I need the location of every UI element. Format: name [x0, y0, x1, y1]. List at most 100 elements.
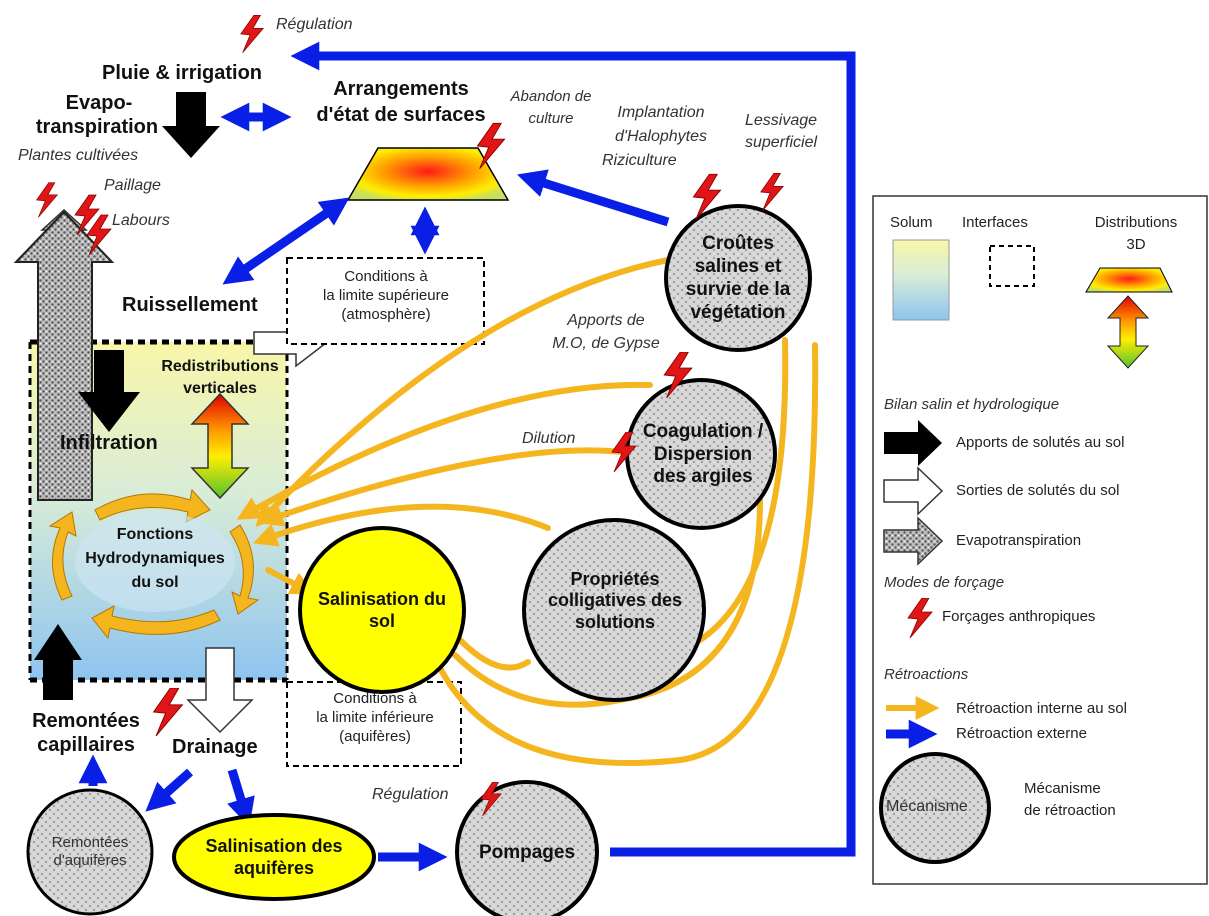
- lower-boundary-text: Conditions à la limite inférieure (aquif…: [288, 690, 462, 746]
- surface-3d-distribution: [346, 147, 510, 201]
- salinisation-to-croutes-curve: [437, 342, 819, 766]
- upper-boundary-text: Conditions à la limite supérieure (atmos…: [288, 268, 484, 324]
- legend-retroactions-label: Rétroactions: [884, 666, 969, 683]
- pompages-node: [455, 780, 599, 916]
- implantation-label-1: Implantation: [617, 104, 705, 121]
- hydro-center: [75, 512, 235, 612]
- remontees-aquiferes-node: [26, 788, 154, 916]
- salinisation-sol-node: [298, 526, 466, 694]
- fonctions-to-salinisation-arrow: [265, 567, 315, 595]
- regulation-bottom-label: Régulation: [372, 786, 449, 803]
- plantes-label: Plantes cultivées: [18, 147, 139, 164]
- legend-solum-swatch: [892, 239, 950, 321]
- proprietes-text: Propriétés colligatives des solutions: [547, 568, 683, 632]
- infiltration-black-arrow: [78, 350, 140, 432]
- remontees-cap-label-1: Remontées: [32, 710, 140, 732]
- legend-mechanism-circle-label: Mécanisme: [886, 798, 968, 815]
- lessivage-label-1: Lessivage: [744, 112, 818, 129]
- arrangements-label-1: Arrangements: [333, 78, 469, 100]
- pluie-black-arrow: [162, 92, 220, 158]
- redistrib-label-1: Redistributions: [161, 358, 279, 375]
- apports-mo-label-1: Apports de: [567, 312, 645, 329]
- dilution-to-fonctions-curve: [258, 447, 625, 527]
- legend-distribution-swatch: [1085, 267, 1173, 293]
- lightning-icon: [36, 182, 58, 218]
- legend-evapo-label: Evapotranspiration: [956, 532, 1082, 549]
- lower-boundary-line-2: la limite inférieure: [316, 708, 434, 726]
- legend-interfaces-label: Interfaces: [962, 214, 1028, 231]
- legend-black-arrow-icon: [884, 420, 942, 466]
- remontees-black-arrow-shaft: [45, 650, 71, 698]
- legend-white-arrow-icon: [883, 466, 944, 516]
- abandon-label-2: culture: [528, 110, 574, 127]
- legend-distributions-label-1: Distributions: [1094, 214, 1178, 231]
- redistrib-label-2: verticales: [183, 380, 257, 397]
- arrangements-label-2: d'état de surfaces: [316, 104, 486, 126]
- coagulation-text: Coagulation / Dispersion des argiles: [642, 420, 764, 488]
- legend-mecanisme-label-2: de rétroaction: [1024, 802, 1116, 819]
- legend-externe-label: Rétroaction externe: [956, 725, 1087, 742]
- pompages-regulation-loop: [290, 41, 856, 857]
- legend-distributions-label-2: 3D: [1126, 236, 1146, 253]
- legend-interface-swatch: [989, 245, 1035, 287]
- remontees-aquiferes-text: Remontées d'aquifères: [51, 834, 129, 869]
- legend-evapo-arrow-icon: [883, 516, 944, 566]
- evapo-label-1: Evapo-: [65, 92, 133, 114]
- drainage-remontees-aquiferes-arrow: [145, 768, 193, 812]
- lower-boundary-line-1: Conditions à: [333, 690, 417, 707]
- pluie-label: Pluie & irrigation: [102, 62, 263, 84]
- croutes-to-fonctions-curve: [255, 257, 671, 527]
- regulation-top-label: Régulation: [276, 16, 353, 33]
- legend-sorties-label: Sorties de solutés du sol: [956, 482, 1120, 499]
- legend-bilan-label: Bilan salin et hydrologique: [884, 396, 1060, 413]
- drainage-label: Drainage: [172, 736, 258, 758]
- fonctions-label-1: Fonctions: [116, 526, 194, 543]
- salinisation-to-proprietes-curve: [457, 637, 531, 671]
- legend-mecanisme-label-1: Mécanisme: [1024, 780, 1101, 797]
- croutes-text: Croûtes salines et survie de la végétati…: [685, 233, 791, 323]
- upper-boundary-line-1: Conditions à: [344, 268, 428, 285]
- remontees-cap-label-2: capillaires: [37, 734, 135, 756]
- salinisation-aquiferes-node: [172, 813, 376, 901]
- legend-interne-label: Rétroaction interne au sol: [956, 700, 1127, 717]
- paillage-label: Paillage: [104, 177, 161, 194]
- proprietes-node: [522, 518, 706, 702]
- labours-label: Labours: [112, 212, 170, 229]
- pompages-text: Pompages: [478, 841, 576, 863]
- croutes-curve-tail: [697, 337, 789, 643]
- legend-double-arrow: [1106, 295, 1150, 369]
- surface-ruissellement-double-arrow: [222, 197, 350, 285]
- lower-boundary-line-3: (aquifères): [339, 727, 411, 745]
- ruissellement-label: Ruissellement: [122, 294, 258, 316]
- legend-forcages-label: Forçages anthropiques: [942, 608, 1096, 625]
- riziculture-label: Riziculture: [602, 152, 677, 169]
- proprietes-to-fonctions-curve: [252, 503, 551, 547]
- drainage-white-arrow: [186, 647, 254, 734]
- apports-mo-label-2: M.O, de Gypse: [552, 335, 660, 352]
- salinisation-aquiferes-text: Salinisation des aquifères: [205, 836, 343, 878]
- fonctions-label-2: Hydrodynamiques: [85, 550, 225, 567]
- legend-solum-label: Solum: [890, 214, 933, 231]
- infiltration-label: Infiltration: [60, 432, 158, 454]
- upper-boundary-line-2: la limite supérieure: [323, 286, 449, 304]
- croutes-node: [664, 204, 812, 352]
- hydro-circular-arrows: [48, 488, 260, 640]
- lightning-icon: [240, 14, 264, 54]
- legend-apports-label: Apports de solutés au sol: [956, 434, 1125, 451]
- implantation-label-2: d'Halophytes: [615, 128, 707, 145]
- fonctions-label-3: du sol: [131, 574, 179, 591]
- abandon-label-1: Abandon de: [510, 88, 592, 105]
- lessivage-label-2: superficiel: [744, 134, 818, 151]
- redistribution-double-arrow: [190, 392, 250, 500]
- legend-mechanism-circle: [879, 752, 991, 864]
- evapo-label-2: transpiration: [35, 116, 159, 138]
- salinisation-sol-text: Salinisation du sol: [317, 589, 446, 631]
- lower-boundary-box: [286, 681, 462, 767]
- upper-boundary-line-3: (atmosphère): [341, 305, 431, 323]
- dilution-label: Dilution: [522, 430, 576, 447]
- drainage-salinisation-aquiferes-arrow: [227, 768, 255, 828]
- legend-modes-label: Modes de forçage: [884, 574, 1005, 591]
- croutes-surface-arrow: [517, 169, 670, 227]
- evapotranspiration-arrow-body: [13, 210, 115, 501]
